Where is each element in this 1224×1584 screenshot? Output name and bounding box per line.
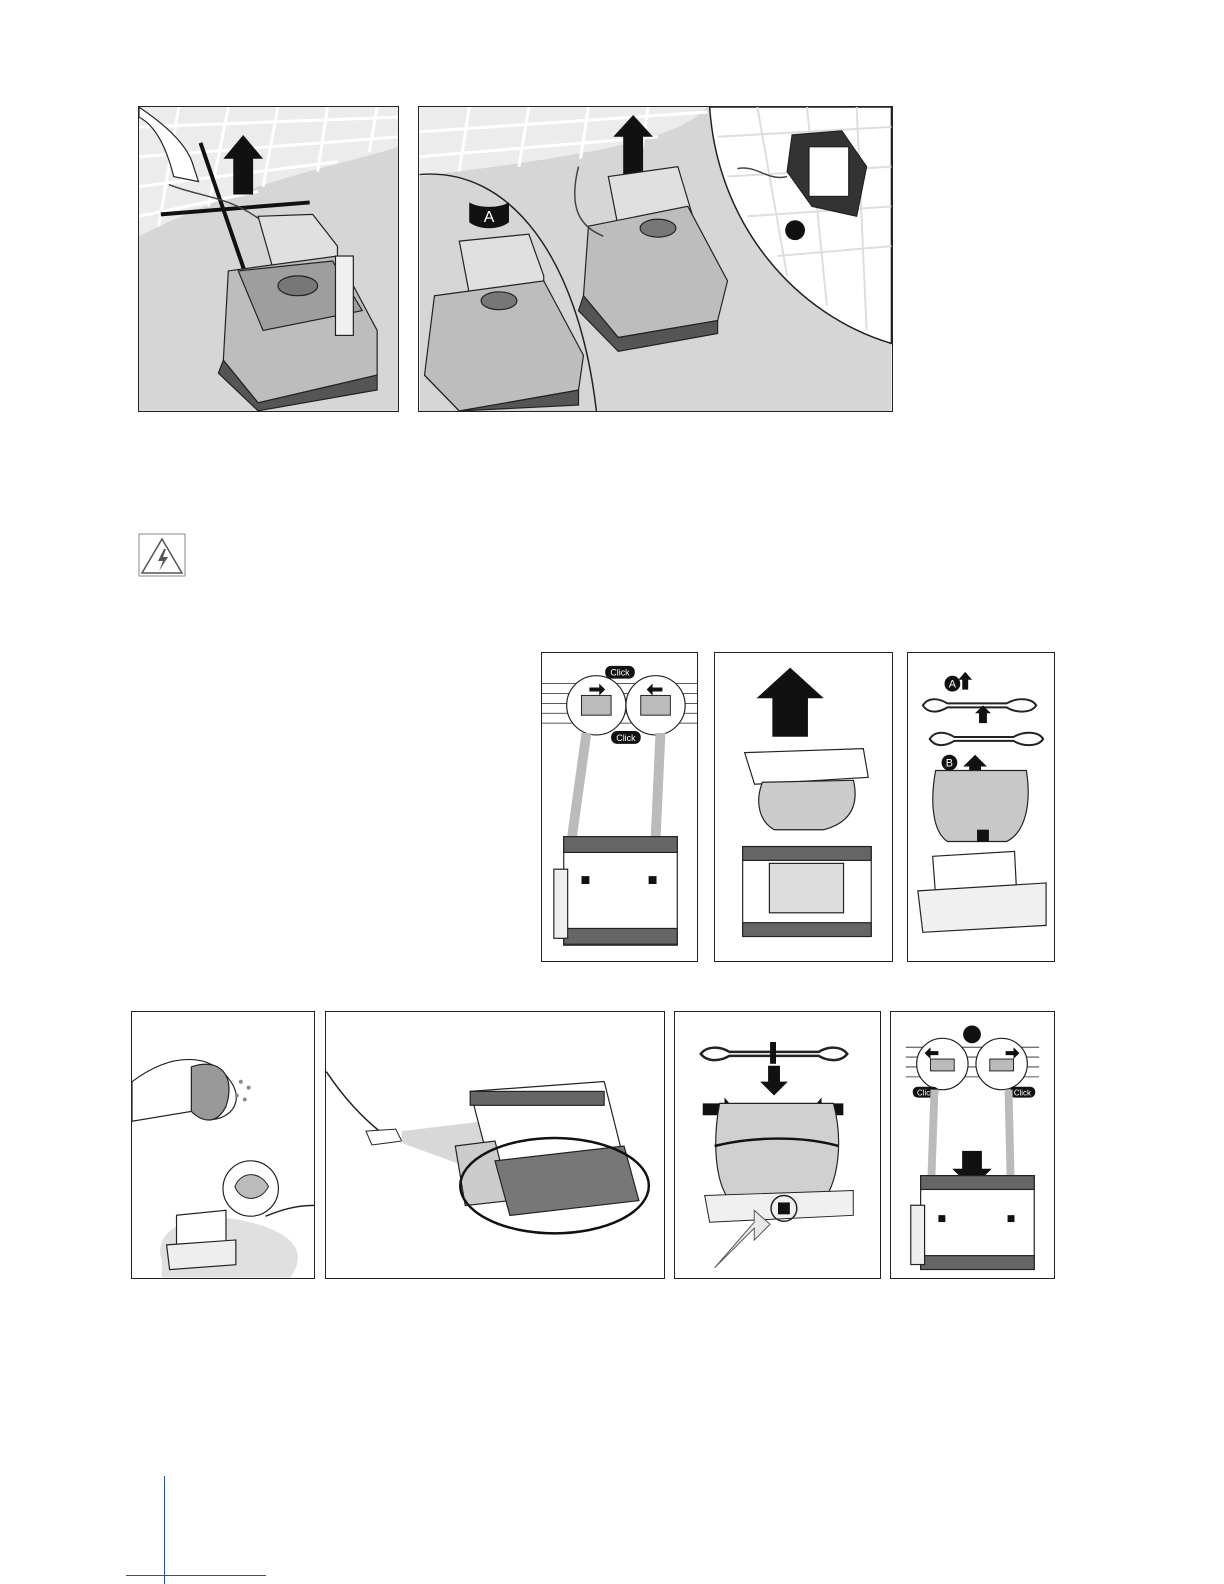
figure-remove-filter <box>714 652 893 962</box>
callout-b: B <box>946 758 953 770</box>
figure-rinse-filter <box>131 1011 315 1279</box>
figure-unlock-filter-clips: Click Click <box>541 652 698 962</box>
figure-rinse-robot <box>325 1011 665 1279</box>
margin-rule <box>164 1476 165 1584</box>
figure-reassemble-filter <box>674 1011 881 1279</box>
figure-lift-robot: A <box>418 106 893 412</box>
click-label: Click <box>1014 1089 1031 1098</box>
callout-a: A <box>484 209 495 226</box>
arrow-up-icon <box>757 668 824 737</box>
electric-hazard-icon <box>138 533 186 577</box>
click-label: Click <box>616 733 636 743</box>
callout-a: A <box>949 679 957 691</box>
figure-open-filter-bag: A B <box>907 652 1055 962</box>
footer-rule <box>126 1575 266 1576</box>
click-label: Click <box>610 668 630 678</box>
figure-do-not-pull-cable <box>138 106 399 412</box>
arrow-down-icon <box>760 1066 788 1096</box>
figure-lock-filter-clips: Click Click <box>890 1011 1055 1279</box>
